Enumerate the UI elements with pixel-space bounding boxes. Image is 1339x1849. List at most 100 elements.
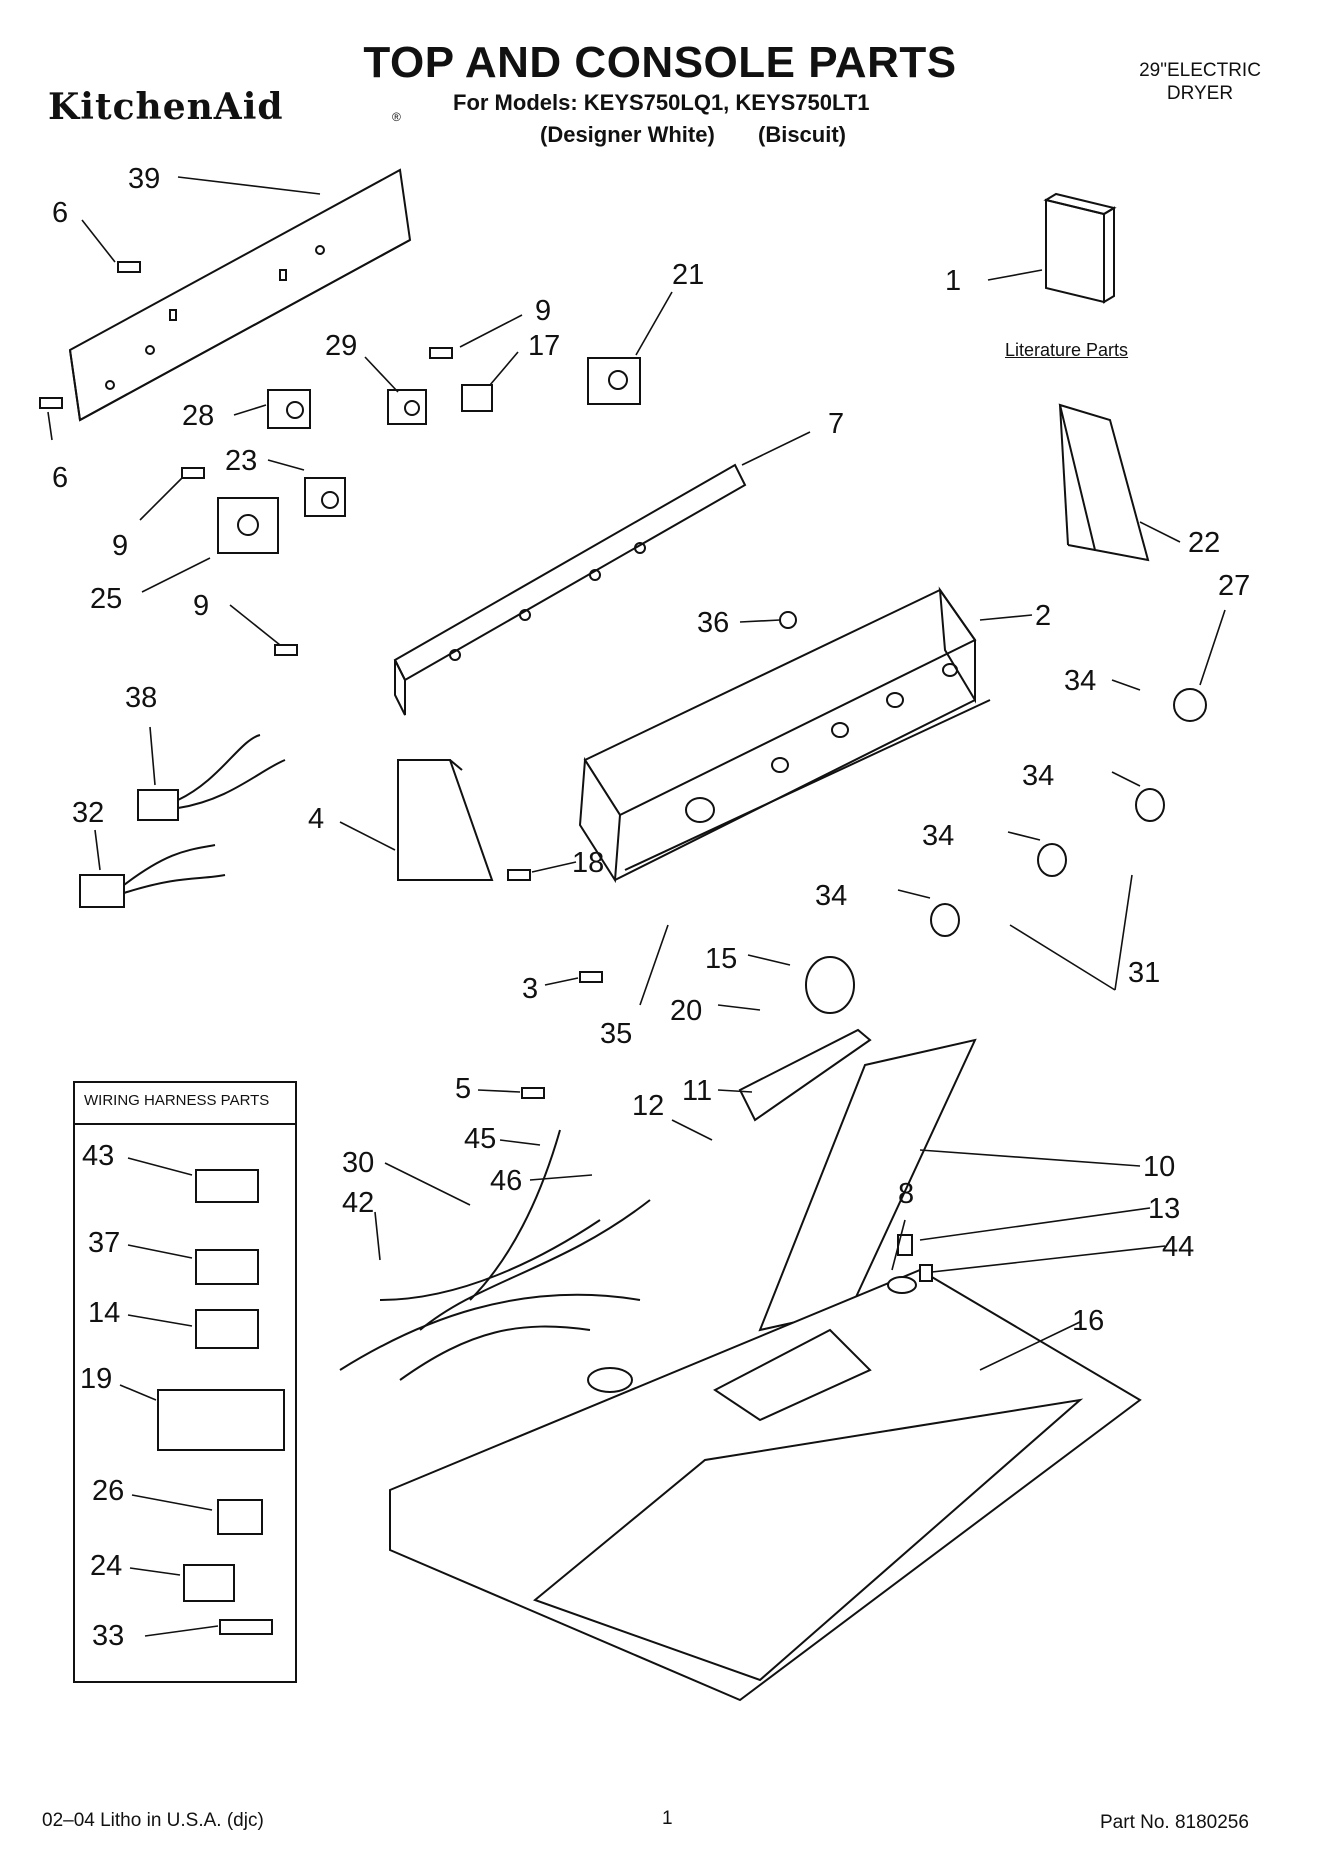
page-title: TOP AND CONSOLE PARTS bbox=[363, 38, 957, 87]
callout-22: 22 bbox=[1188, 527, 1220, 559]
connector-37 bbox=[195, 1249, 259, 1285]
terminal-33 bbox=[219, 1619, 273, 1635]
screw-6-bottom bbox=[39, 397, 63, 409]
callout-1: 1 bbox=[945, 265, 961, 297]
callout-30: 30 bbox=[342, 1147, 374, 1179]
callout-37: 37 bbox=[88, 1227, 120, 1259]
callout-36: 36 bbox=[697, 607, 729, 639]
models-line: For Models: KEYS750LQ1, KEYS750LT1 bbox=[453, 90, 870, 115]
callout-34b: 34 bbox=[1022, 760, 1054, 792]
knob-pushbutton-1 bbox=[1135, 788, 1165, 822]
callout-43: 43 bbox=[82, 1140, 114, 1172]
terminal-block-19 bbox=[157, 1389, 285, 1451]
leader-lines bbox=[47, 176, 1226, 1637]
literature-parts-label: Literature Parts bbox=[1005, 340, 1129, 360]
harness-32 bbox=[79, 844, 226, 908]
callout-45: 45 bbox=[464, 1123, 496, 1155]
knob-pushbutton-2 bbox=[1037, 843, 1067, 877]
screw-9-low bbox=[274, 644, 298, 656]
callout-9a: 9 bbox=[535, 295, 551, 327]
callout-16: 16 bbox=[1072, 1305, 1104, 1337]
callout-39: 39 bbox=[128, 163, 160, 195]
rotary-switch-28 bbox=[267, 389, 311, 429]
callout-34c: 34 bbox=[922, 820, 954, 852]
product-type-line1: 29"ELECTRIC bbox=[1139, 60, 1261, 81]
top-panel bbox=[389, 1268, 1142, 1702]
callout-31: 31 bbox=[1128, 957, 1160, 989]
callout-38: 38 bbox=[125, 682, 157, 714]
product-type-line2: DRYER bbox=[1166, 83, 1234, 104]
nut-36 bbox=[779, 611, 797, 629]
rotary-switch-23 bbox=[304, 477, 346, 517]
callout-19: 19 bbox=[80, 1363, 112, 1395]
callout-26: 26 bbox=[92, 1475, 124, 1507]
callout-24: 24 bbox=[90, 1550, 122, 1582]
callout-10: 10 bbox=[1143, 1151, 1175, 1183]
callout-6b: 6 bbox=[52, 462, 68, 494]
callout-35: 35 bbox=[600, 1018, 632, 1050]
callout-44: 44 bbox=[1162, 1231, 1194, 1263]
callout-11: 11 bbox=[682, 1075, 712, 1107]
timer-knob-20 bbox=[805, 956, 855, 1014]
callout-46: 46 bbox=[490, 1165, 522, 1197]
callout-14: 14 bbox=[88, 1297, 120, 1329]
callout-21: 21 bbox=[672, 259, 704, 291]
callout-9c: 9 bbox=[193, 590, 209, 622]
screw-6-top bbox=[117, 261, 141, 273]
callout-9b: 9 bbox=[112, 530, 128, 562]
screw-3 bbox=[579, 971, 603, 983]
wiring-harness-box bbox=[73, 1081, 297, 1683]
push-switch-29 bbox=[387, 389, 427, 425]
knob-pushbutton-3 bbox=[930, 903, 960, 937]
lint-filter-cover bbox=[738, 1028, 872, 1122]
clip-26 bbox=[217, 1499, 263, 1535]
color-biscuit: (Biscuit) bbox=[758, 122, 846, 147]
connector-43 bbox=[195, 1169, 259, 1203]
knob-27 bbox=[1173, 688, 1207, 722]
end-cap-right bbox=[1058, 403, 1150, 562]
callout-2: 2 bbox=[1035, 600, 1051, 632]
switch-21 bbox=[587, 357, 641, 405]
callout-20: 20 bbox=[670, 995, 702, 1027]
wiring-harness-label: WIRING HARNESS PARTS bbox=[84, 1092, 270, 1109]
screw-9-top bbox=[429, 347, 453, 359]
end-cap-left bbox=[397, 759, 494, 881]
screw-18 bbox=[507, 869, 531, 881]
callout-15: 15 bbox=[705, 943, 737, 975]
callout-34a: 34 bbox=[1064, 665, 1096, 697]
callout-34d: 34 bbox=[815, 880, 847, 912]
clip-44 bbox=[919, 1264, 933, 1282]
callout-18: 18 bbox=[572, 847, 604, 879]
footer-page-number: 1 bbox=[662, 1808, 673, 1829]
callout-5: 5 bbox=[455, 1073, 471, 1105]
callout-27: 27 bbox=[1218, 570, 1250, 602]
callout-29: 29 bbox=[325, 330, 357, 362]
harness-38 bbox=[137, 734, 286, 821]
callout-3: 3 bbox=[522, 973, 538, 1005]
callout-12: 12 bbox=[632, 1090, 664, 1122]
color-designer-white: (Designer White) bbox=[540, 122, 715, 147]
callout-8: 8 bbox=[898, 1178, 914, 1210]
switch-17 bbox=[461, 384, 493, 412]
callout-7: 7 bbox=[828, 408, 844, 440]
callout-13: 13 bbox=[1148, 1193, 1180, 1225]
callout-28: 28 bbox=[182, 400, 214, 432]
mounting-plate bbox=[68, 168, 412, 422]
callout-4: 4 bbox=[308, 803, 324, 835]
footer-litho: 02–04 Litho in U.S.A. (djc) bbox=[42, 1810, 264, 1831]
screw-9-mid bbox=[181, 467, 205, 479]
grommet-8 bbox=[887, 1276, 917, 1294]
callout-23: 23 bbox=[225, 445, 257, 477]
main-wire-harness bbox=[339, 1129, 651, 1381]
console-backsplash bbox=[578, 586, 991, 884]
callout-42: 42 bbox=[342, 1187, 374, 1219]
callout-6a: 6 bbox=[52, 197, 68, 229]
screw-5 bbox=[521, 1087, 545, 1099]
footer-part-number: Part No. 8180256 bbox=[1100, 1812, 1249, 1833]
literature-book bbox=[1043, 192, 1117, 304]
callout-17: 17 bbox=[528, 330, 560, 362]
callout-33: 33 bbox=[92, 1620, 124, 1652]
timer bbox=[217, 497, 279, 554]
